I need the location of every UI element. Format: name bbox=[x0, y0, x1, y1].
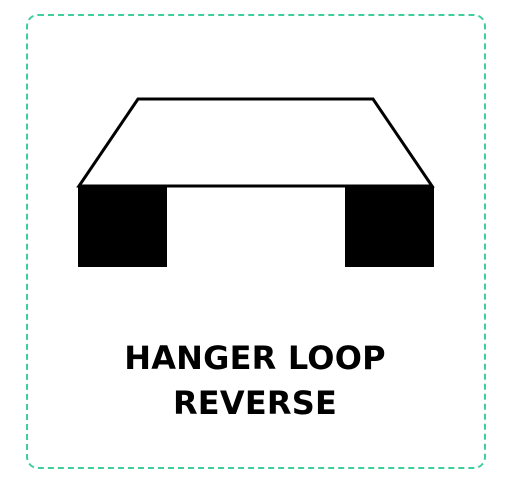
instruction-card bbox=[26, 14, 486, 469]
loop-left-foot bbox=[78, 186, 167, 267]
label-line-1: HANGER LOOP bbox=[124, 339, 386, 377]
loop-trapezoid bbox=[76, 97, 435, 188]
loop-right-foot bbox=[345, 186, 434, 267]
instruction-label: HANGER LOOP REVERSE bbox=[0, 336, 510, 426]
label-line-2: REVERSE bbox=[172, 384, 338, 422]
